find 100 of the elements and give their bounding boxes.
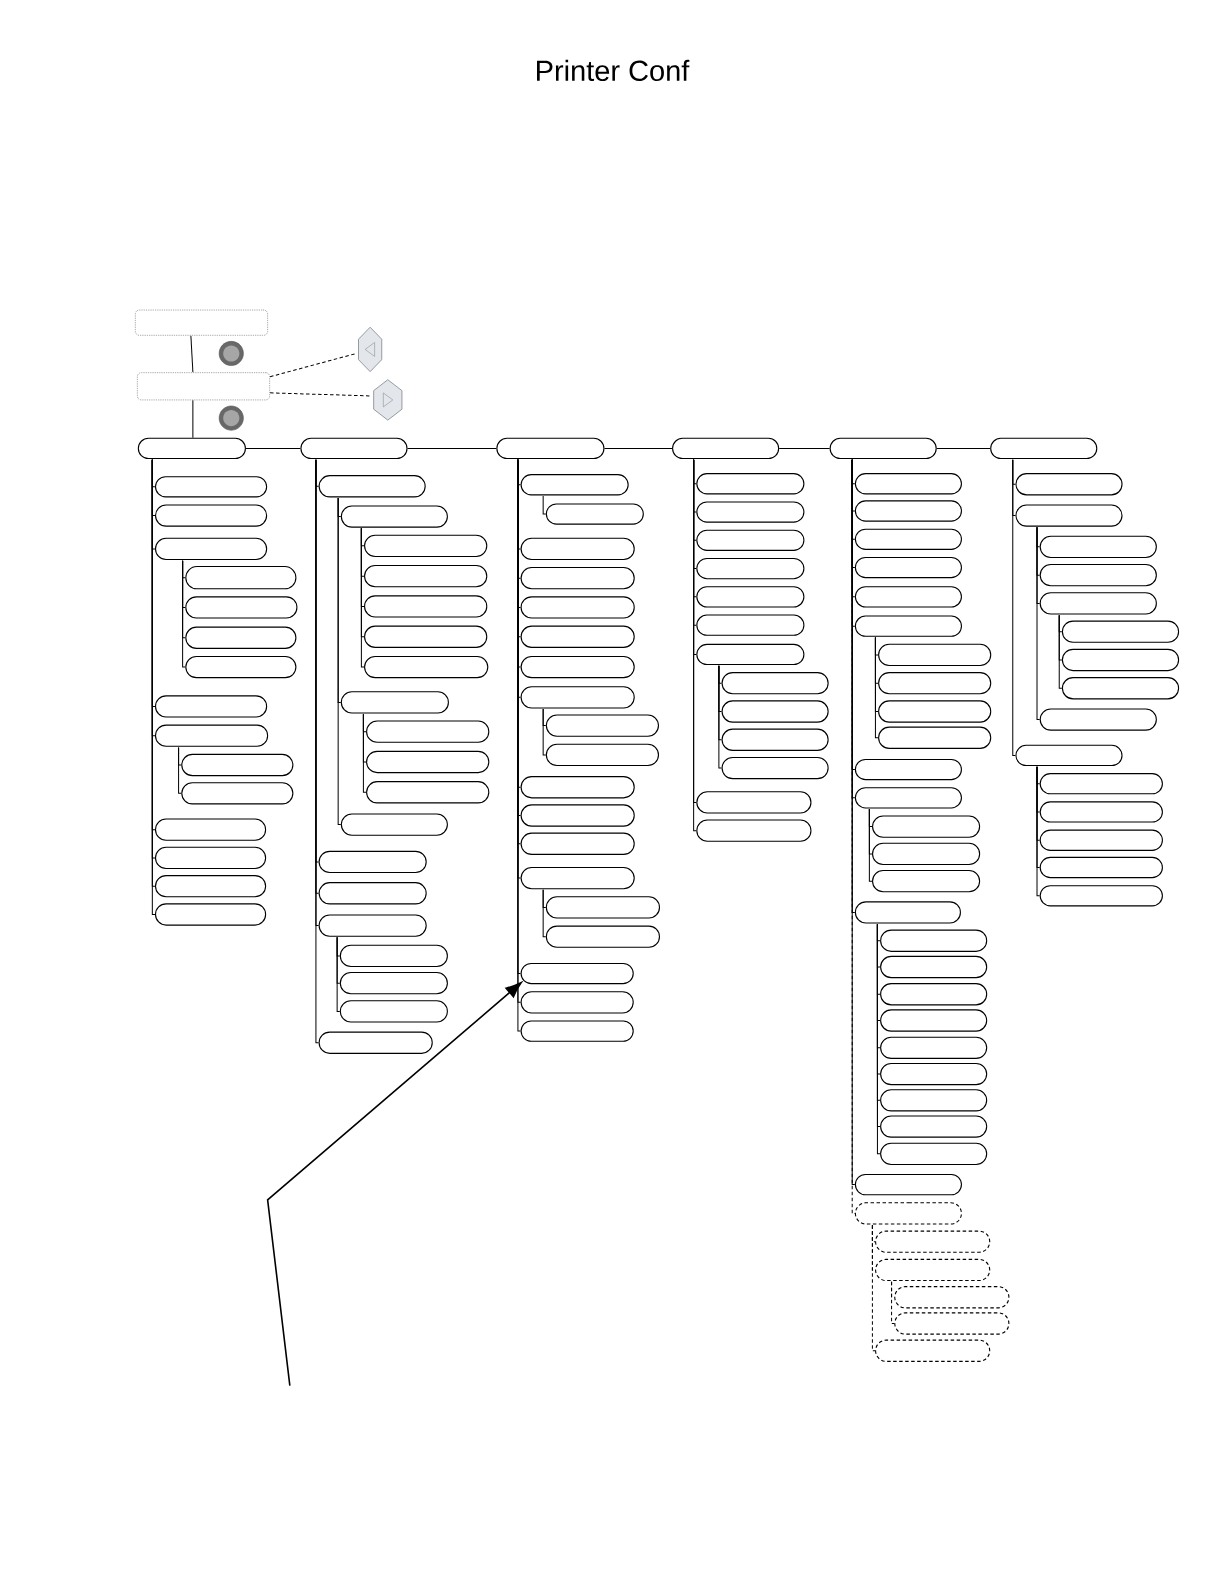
rounded-box	[318, 914, 427, 937]
rounded-box	[520, 1020, 634, 1042]
rounded-box	[366, 720, 490, 743]
rounded-box	[364, 534, 488, 557]
rounded-box	[880, 1089, 988, 1112]
rounded-box	[339, 972, 448, 995]
rounded-box	[854, 586, 962, 608]
rounded-box	[880, 929, 988, 952]
rounded-box	[696, 791, 812, 814]
rounded-box	[1039, 773, 1163, 795]
rounded-box	[340, 813, 448, 836]
rounded-box	[366, 781, 490, 804]
rounded-box	[185, 626, 297, 649]
rounded-box	[520, 567, 635, 590]
rounded-box	[1015, 744, 1123, 767]
connector-line	[868, 808, 873, 882]
rounded-box	[854, 556, 962, 579]
connector-line	[871, 1224, 876, 1352]
connector-line	[936, 447, 991, 449]
rounded-box	[854, 615, 962, 637]
rounded-box	[366, 750, 490, 774]
rounded-box	[878, 643, 992, 667]
rounded-box	[520, 474, 629, 496]
rounded-box	[154, 724, 269, 747]
rounded-box	[1039, 885, 1163, 907]
rounded-box	[875, 1339, 991, 1362]
rounded-box	[520, 991, 634, 1014]
rounded-box	[1015, 473, 1123, 496]
rounded-box	[721, 672, 829, 695]
rounded-box	[894, 1312, 1010, 1335]
rounded-box	[545, 503, 644, 525]
rounded-box	[696, 586, 805, 608]
rounded-box	[364, 595, 488, 618]
rounded-box	[854, 500, 962, 522]
rounded-box	[318, 850, 427, 874]
connector-line	[604, 447, 673, 449]
rounded-box	[520, 537, 635, 561]
connector-line	[1058, 614, 1063, 689]
rounded-box	[185, 596, 298, 619]
connector-line	[190, 335, 194, 373]
rounded-box	[185, 566, 297, 590]
connector-line	[542, 495, 547, 515]
rounded-box	[1039, 535, 1157, 558]
title: Printer Conf	[537, 59, 690, 82]
rounded-box	[364, 625, 488, 648]
left-arrow-button	[358, 326, 383, 373]
pointer-arrow	[266, 982, 522, 1387]
rounded-box	[339, 1000, 448, 1023]
rounded-box	[1039, 801, 1163, 823]
rounded-box	[990, 437, 1098, 460]
rounded-box	[181, 753, 294, 777]
rounded-box	[854, 473, 962, 495]
rounded-box	[520, 655, 635, 679]
rounded-box	[364, 655, 489, 679]
connector-line	[891, 1281, 895, 1324]
rounded-box	[154, 537, 268, 561]
rounded-box	[872, 815, 981, 838]
rounded-box	[1039, 708, 1157, 731]
rounded-box	[318, 475, 426, 498]
rounded-box	[1061, 648, 1180, 672]
rounded-box	[696, 819, 812, 842]
rounded-box	[520, 686, 635, 709]
connector-line	[178, 746, 182, 794]
screen-box	[134, 309, 269, 336]
rounded-box	[496, 437, 605, 460]
rounded-box	[520, 866, 635, 890]
connector-line	[874, 636, 879, 739]
rounded-box	[854, 1173, 962, 1196]
rounded-box	[340, 505, 448, 528]
rounded-box	[854, 1202, 962, 1225]
rounded-box	[185, 655, 297, 679]
connector-line	[182, 560, 186, 668]
rounded-box	[520, 962, 634, 985]
rounded-box	[545, 743, 659, 767]
rounded-box	[872, 870, 981, 893]
connector-line	[718, 665, 723, 769]
rounded-box	[520, 596, 635, 619]
rounded-box	[1015, 504, 1123, 527]
rounded-box	[872, 842, 981, 866]
connector-line	[362, 713, 367, 793]
rounded-box	[875, 1258, 991, 1282]
rounded-box	[721, 700, 829, 723]
rounded-box	[1061, 620, 1180, 643]
rounded-box	[696, 473, 805, 495]
rounded-box	[520, 625, 635, 648]
rounded-box	[1039, 592, 1157, 615]
rounded-box	[854, 528, 962, 550]
rounded-box	[1039, 856, 1163, 879]
rounded-box	[340, 691, 449, 714]
rounded-box	[339, 944, 448, 968]
rounded-box	[154, 846, 267, 870]
rounded-box	[154, 875, 267, 898]
rounded-box	[721, 756, 829, 780]
rounded-box	[154, 818, 267, 841]
connector-line	[337, 497, 342, 826]
rounded-box	[545, 925, 660, 948]
rounded-box	[696, 529, 805, 551]
right-arrow-button	[373, 379, 403, 421]
rounded-box	[318, 882, 427, 905]
rounded-box	[878, 726, 992, 749]
